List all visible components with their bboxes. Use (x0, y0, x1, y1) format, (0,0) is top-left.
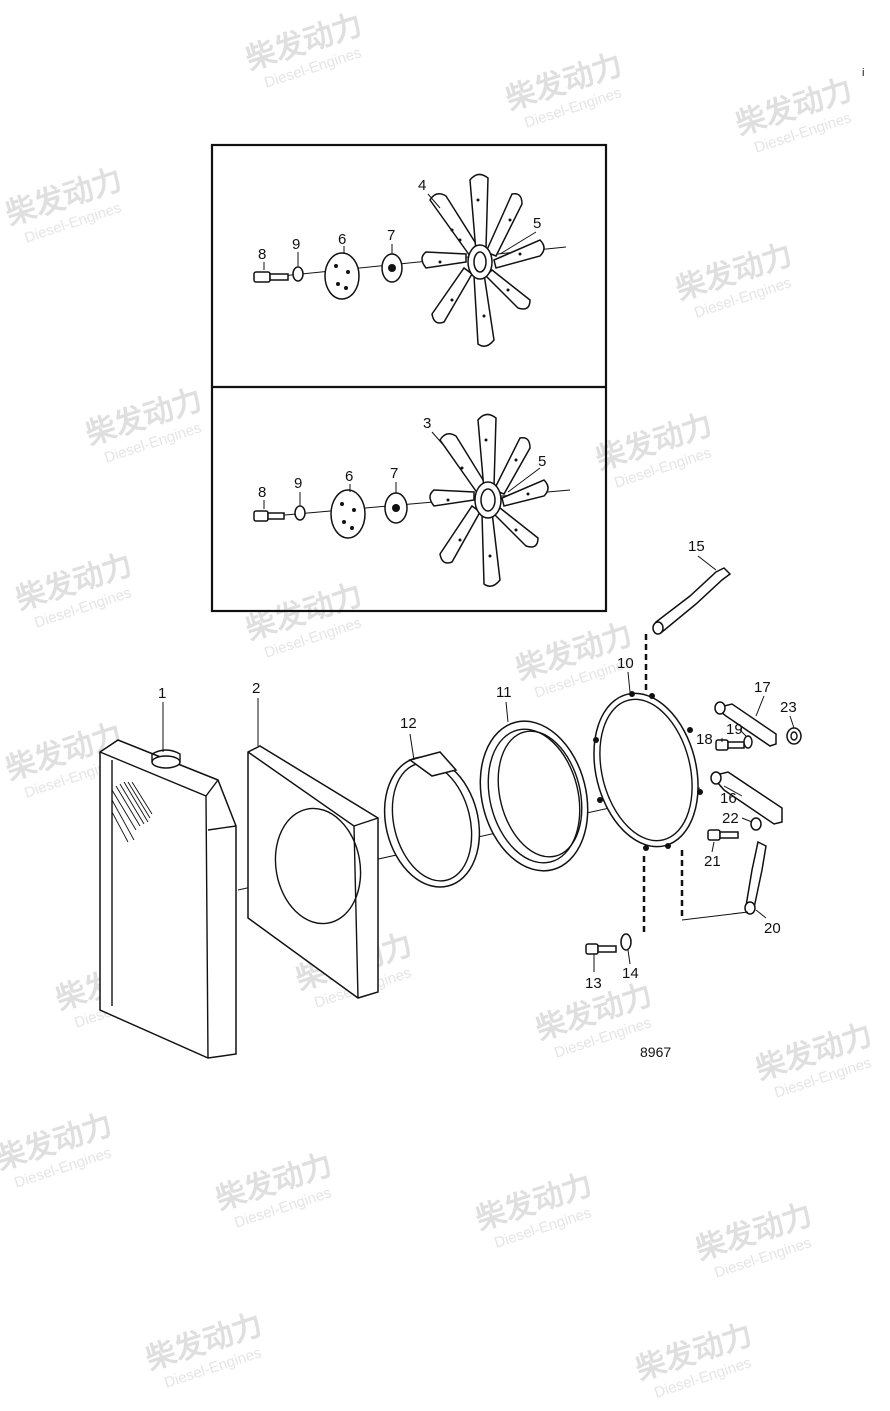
watermark-logo: 柴发动力 Diesel-Engines (242, 8, 366, 91)
radiator-1 (99, 739, 237, 1059)
washer-9-upper (292, 266, 304, 282)
bracket-16 (710, 771, 783, 825)
lower-fan-assembly: 8 9 6 7 3 5 (253, 413, 571, 587)
washer-23 (786, 727, 802, 745)
watermark-logo: 柴发动力 Diesel-Engines (212, 1148, 336, 1231)
watermark-logo: 柴发动力 Diesel-Engines (0, 1108, 116, 1191)
bolt-21 (707, 829, 739, 841)
mounting-ring-10 (593, 691, 703, 851)
callout-15: 15 (688, 538, 705, 555)
watermark-logo: 柴发动力 Diesel-Engines (82, 383, 206, 466)
plate-6-lower (330, 489, 366, 539)
watermark-layer: 柴发动力 Diesel-Engines 柴发动力 Diesel-Engines … (0, 8, 876, 1401)
callout-16: 16 (720, 790, 737, 807)
callout-8: 8 (258, 484, 266, 501)
hub-7-lower (384, 492, 408, 524)
watermark-logo: 柴发动力 Diesel-Engines (592, 408, 716, 491)
callout-21: 21 (704, 853, 721, 870)
callout-11: 11 (496, 684, 512, 701)
bracket-17 (714, 701, 777, 747)
watermark-logo: 柴发动力 Diesel-Engines (732, 73, 856, 156)
clamp-ring-12 (383, 751, 481, 888)
inset-border (210, 143, 608, 613)
callout-23: 23 (780, 699, 797, 716)
watermark-logo: 柴发动力 Diesel-Engines (472, 1168, 596, 1251)
upper-fan-assembly: 8 9 6 7 4 5 (253, 173, 567, 347)
callout-1: 1 (158, 685, 166, 702)
fan-ring-11 (479, 720, 589, 872)
watermark-logo: 柴发动力 Diesel-Engines (502, 48, 626, 131)
pipe-15 (644, 567, 732, 690)
fan-inset-frame (210, 143, 608, 613)
callout-19: 19 (726, 721, 743, 738)
watermark-logo: 柴发动力 Diesel-Engines (692, 1198, 816, 1281)
callout-5: 5 (538, 453, 546, 470)
callout-6: 6 (338, 231, 346, 248)
watermark-logo: 柴发动力 Diesel-Engines (2, 163, 126, 246)
pipe-20 (642, 840, 767, 936)
bolt-8-lower (253, 510, 285, 522)
hub-7-upper (381, 253, 403, 283)
callout-9: 9 (294, 475, 302, 492)
callout-18: 18 (696, 731, 713, 748)
callout-22: 22 (722, 810, 739, 827)
callout-8: 8 (258, 246, 266, 263)
washer-14 (620, 933, 632, 951)
shroud-2 (247, 745, 379, 999)
callout-4: 4 (418, 177, 426, 194)
washer-22 (750, 817, 762, 831)
watermark-logo: 柴发动力 Diesel-Engines (242, 578, 366, 661)
callout-9: 9 (292, 236, 300, 253)
callout-2: 2 (252, 680, 260, 697)
callout-12: 12 (400, 715, 417, 732)
watermark-logo: 柴发动力 Diesel-Engines (12, 548, 136, 631)
callout-6: 6 (345, 468, 353, 485)
drawing-number: 8967 (640, 1044, 671, 1060)
watermark-logo: 柴发动力 Diesel-Engines (672, 238, 796, 321)
watermark-logo: 柴发动力 Diesel-Engines (752, 1018, 876, 1101)
fan-4 (421, 173, 545, 347)
fan-3 (429, 413, 549, 587)
callout-3: 3 (423, 415, 431, 432)
corner-mark: i (862, 67, 864, 79)
plate-6-upper (324, 252, 360, 300)
callout-7: 7 (387, 227, 395, 244)
bolt-shank (269, 273, 289, 281)
callout-10: 10 (617, 655, 634, 672)
callout-5: 5 (533, 215, 541, 232)
callout-17: 17 (754, 679, 771, 696)
watermark-logo: 柴发动力 Diesel-Engines (142, 1308, 266, 1391)
washer-9-lower (294, 505, 306, 521)
nut-19 (743, 735, 753, 749)
bolt-8-upper (253, 271, 289, 283)
callout-20: 20 (764, 920, 781, 937)
callout-14: 14 (622, 965, 639, 982)
watermark-logo: 柴发动力 Diesel-Engines (632, 1318, 756, 1401)
radiator-assembly: 1 2 12 11 10 15 17 23 18 19 16 22 21 20 … (99, 538, 802, 1060)
bolt-head (253, 271, 271, 283)
callout-7: 7 (390, 465, 398, 482)
bolt-13 (585, 943, 617, 955)
callout-13: 13 (585, 975, 602, 992)
bolt-18 (715, 739, 745, 751)
